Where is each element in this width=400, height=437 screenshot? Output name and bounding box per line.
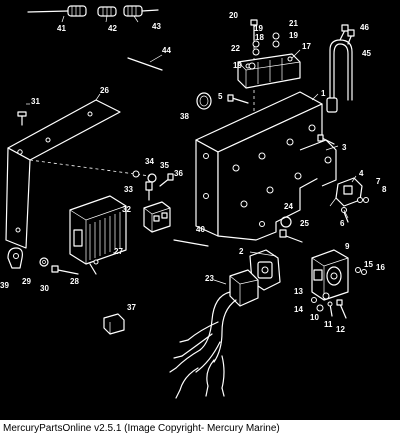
bolt-20 — [250, 19, 258, 60]
callout-4: 4 — [359, 169, 364, 178]
bolt-36 — [159, 173, 174, 187]
clip-33 — [145, 181, 153, 201]
callout-40: 40 — [196, 225, 205, 234]
screw-31 — [17, 111, 27, 126]
parts-diagram: 1 2 3 4 5 6 7 8 9 10 11 12 13 14 15 16 1… — [0, 5, 387, 399]
callout-2: 2 — [239, 247, 244, 256]
bolt-5 — [227, 94, 249, 104]
connector-assembly-41-43 — [27, 5, 159, 23]
solenoid-9 — [311, 249, 349, 301]
bolt-30 — [51, 265, 79, 275]
callout-23: 23 — [205, 274, 214, 283]
callout-12: 12 — [336, 325, 345, 334]
oring-38 — [196, 92, 212, 110]
washer-22 — [252, 48, 260, 56]
callout-42: 42 — [108, 24, 117, 33]
callout-36: 36 — [174, 169, 183, 178]
callout-19: 19 — [254, 24, 263, 33]
callout-25: 25 — [300, 219, 309, 228]
washer-19 — [272, 40, 280, 48]
clip-37 — [103, 313, 125, 335]
bolt-3 — [317, 134, 335, 145]
grommet-10 — [316, 304, 324, 312]
callout-1: 1 — [321, 89, 326, 98]
callout-45: 45 — [362, 49, 371, 58]
callout-21: 21 — [289, 19, 298, 28]
nut-16 — [361, 269, 367, 275]
clamp-39 — [7, 247, 23, 269]
callout-24: 24 — [284, 202, 293, 211]
callout-27: 27 — [114, 247, 123, 256]
washer-18 — [252, 40, 260, 48]
callout-34: 34 — [145, 157, 154, 166]
grommet-35 — [147, 173, 157, 183]
harness-45 — [326, 24, 355, 113]
callout-37: 37 — [127, 303, 136, 312]
callout-labels: 1 2 3 4 5 6 7 8 9 10 11 12 13 14 15 16 1… — [0, 11, 387, 334]
washer-29 — [39, 257, 49, 267]
screw-6 — [341, 207, 349, 223]
bracket-26 — [5, 99, 121, 249]
callout-14: 14 — [294, 305, 303, 314]
callout-30: 30 — [40, 284, 49, 293]
callout-8: 8 — [382, 185, 387, 194]
leader-lines — [26, 49, 357, 285]
screw-11 — [327, 301, 333, 317]
callout-7: 7 — [376, 177, 381, 186]
callout-11: 11 — [324, 320, 333, 329]
callout-18: 18 — [255, 33, 264, 42]
rod-40 — [173, 239, 209, 247]
callout-39: 39 — [0, 281, 9, 290]
callout-19b: 19 — [233, 61, 242, 70]
callout-41: 41 — [57, 24, 66, 33]
relay-32 — [143, 201, 171, 233]
callout-28: 28 — [70, 277, 79, 286]
callout-3: 3 — [342, 143, 347, 152]
callout-6: 6 — [340, 219, 345, 228]
callout-22: 22 — [231, 44, 240, 53]
relay-4 — [329, 177, 363, 207]
callout-38: 38 — [180, 112, 189, 121]
washer-7 — [357, 197, 363, 203]
main-bracket-1 — [195, 91, 337, 241]
washer-24 — [280, 216, 292, 228]
callout-13: 13 — [294, 287, 303, 296]
washer-19b — [248, 62, 256, 70]
rectifier-17 — [237, 53, 301, 89]
callout-46: 46 — [360, 23, 369, 32]
washer-14 — [311, 297, 317, 303]
screw-28 — [89, 259, 99, 275]
bolt-25 — [279, 229, 303, 243]
callout-20: 20 — [229, 11, 238, 20]
rod-44 — [127, 54, 163, 71]
callout-19c: 19 — [289, 31, 298, 40]
callout-17: 17 — [302, 42, 311, 51]
callout-35: 35 — [160, 161, 169, 170]
callout-10: 10 — [310, 313, 319, 322]
callout-32: 32 — [122, 205, 131, 214]
nut-34 — [132, 170, 140, 178]
callout-9: 9 — [345, 242, 350, 251]
callout-43: 43 — [152, 22, 161, 31]
nut-8 — [363, 197, 369, 203]
callout-16: 16 — [376, 263, 385, 272]
callout-33: 33 — [124, 185, 133, 194]
washer-15 — [355, 267, 361, 273]
nut-13 — [322, 292, 330, 300]
callout-44: 44 — [162, 46, 171, 55]
ecm-27 — [69, 195, 127, 265]
harness-23 — [169, 269, 259, 399]
callout-5: 5 — [218, 92, 223, 101]
copyright-footer: MercuryPartsOnline v2.5.1 (Image Copyrig… — [0, 420, 400, 437]
washer-21 — [272, 32, 280, 40]
callout-29: 29 — [22, 277, 31, 286]
bolt-12 — [336, 299, 347, 319]
callout-26: 26 — [100, 86, 109, 95]
callout-15: 15 — [364, 260, 373, 269]
callout-31: 31 — [31, 97, 40, 106]
